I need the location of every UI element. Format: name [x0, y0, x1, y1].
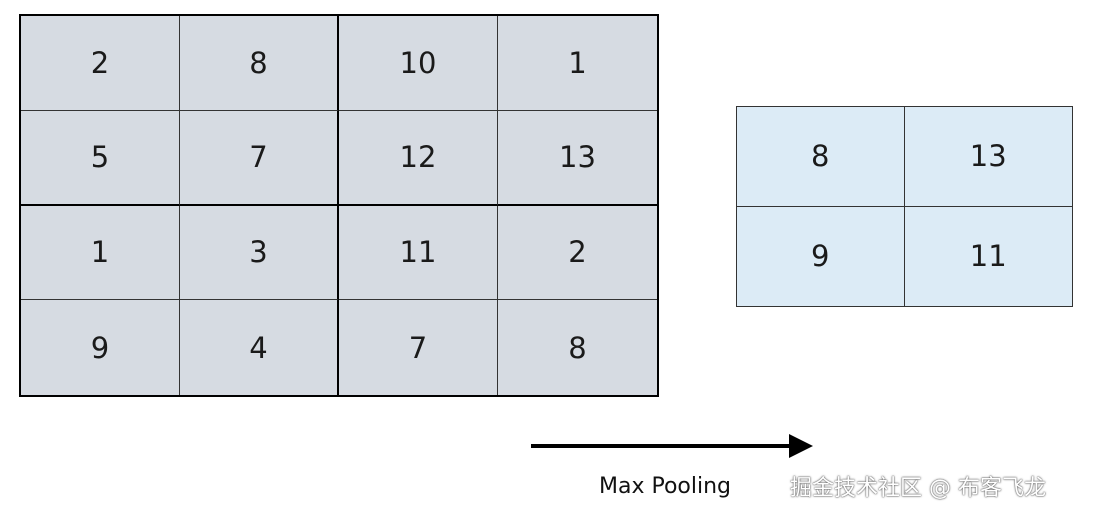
input-cell: 13: [498, 111, 657, 206]
input-cell: 1: [21, 205, 180, 301]
output-cell: 11: [969, 239, 1007, 274]
input-cell: 2: [21, 16, 180, 111]
output-matrix: 8 13 9 11: [736, 106, 1073, 307]
input-cell: 8: [568, 330, 587, 365]
output-cell: 8: [737, 107, 905, 207]
arrow-head: [789, 434, 813, 458]
input-cell: 2: [498, 206, 657, 301]
watermark: 掘金技术社区 @ 布客飞龙: [790, 476, 1046, 501]
input-cell: 10: [339, 16, 498, 111]
right-arrow-icon: [531, 434, 813, 458]
input-cell: 7: [339, 300, 498, 395]
input-cell: 9: [21, 300, 180, 395]
input-matrix: 2 8 10 1 5 7 12 13 1 3 11 2 9 4 7 8: [19, 14, 659, 397]
max-pooling-caption: Max Pooling: [599, 474, 732, 499]
input-cell: 7: [180, 110, 339, 206]
input-cell: 1: [498, 16, 657, 111]
input-cell: 3: [180, 205, 339, 301]
output-cell: 13: [904, 107, 1072, 207]
input-cell: 4: [180, 300, 339, 395]
output-cell: 9: [737, 206, 905, 306]
input-cell: 12: [339, 110, 498, 206]
input-cell: 5: [21, 110, 180, 206]
input-cell: 8: [180, 16, 339, 111]
input-cell: 11: [339, 205, 498, 301]
